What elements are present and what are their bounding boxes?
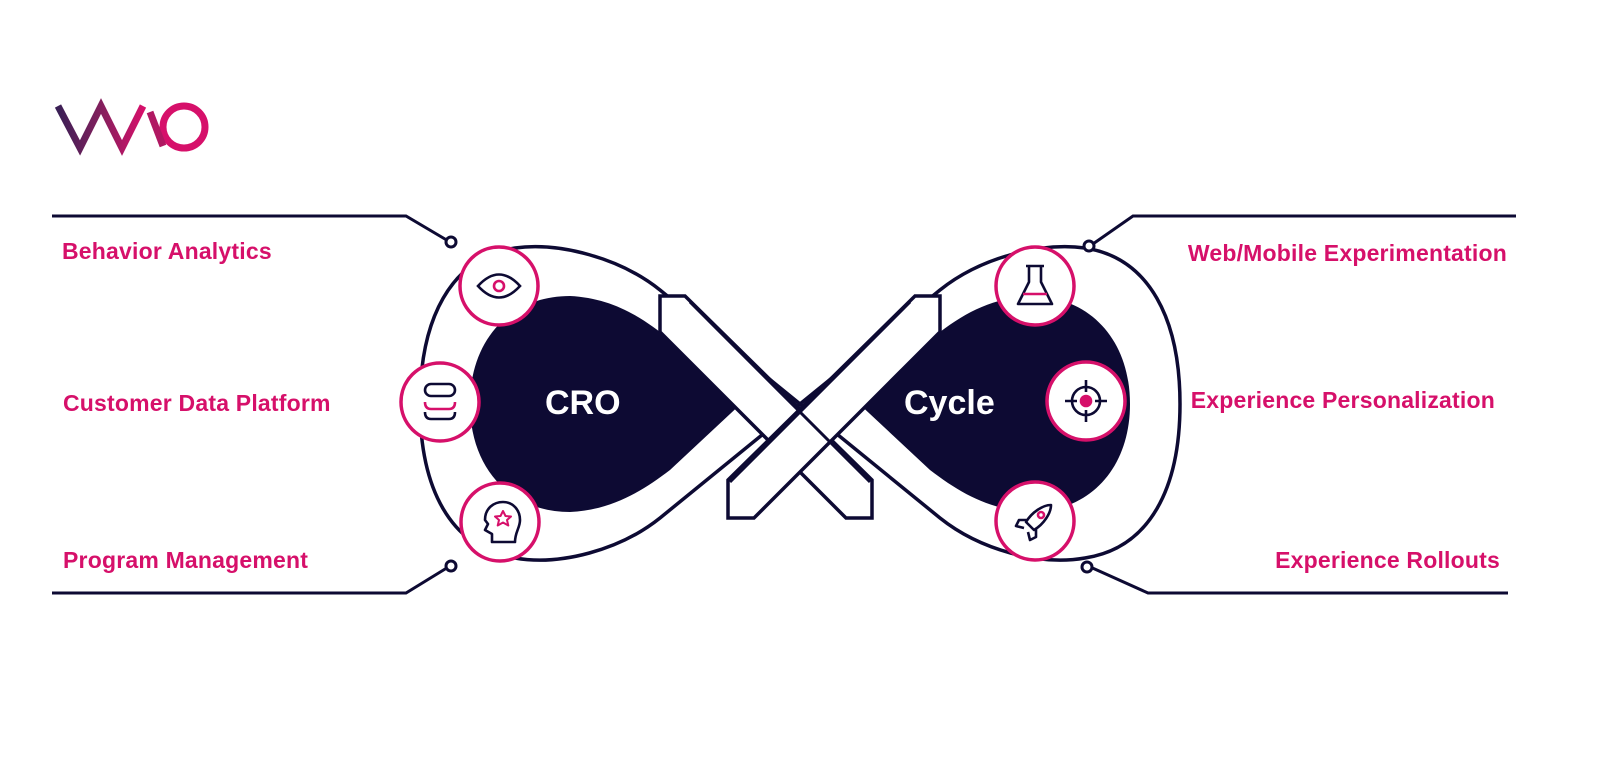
rocket-icon — [1014, 503, 1053, 542]
label-program-management: Program Management — [63, 547, 309, 573]
connector-rollouts — [1087, 564, 1508, 595]
web-mobile-experimentation-badge — [994, 245, 1076, 327]
center-label-cycle: Cycle — [904, 384, 995, 422]
customer-data-platform-badge — [399, 361, 481, 443]
label-web-mobile-experimentation: Web/Mobile Experimentation — [1187, 240, 1507, 266]
connector-program-management — [52, 564, 451, 595]
target-icon — [1065, 380, 1107, 422]
icon-circles — [399, 245, 1127, 563]
label-customer-data-platform: Customer Data Platform — [63, 390, 331, 416]
eye-icon — [476, 273, 522, 299]
center-label-cro: CRO — [545, 384, 621, 422]
label-experience-personalization: Experience Personalization — [1190, 387, 1495, 413]
connector-behavior-analytics — [52, 214, 451, 244]
head-star-icon — [483, 500, 522, 544]
program-management-badge — [459, 481, 541, 563]
vwo-logo — [54, 98, 209, 156]
connector-dots — [444, 235, 1096, 574]
database-icon — [423, 382, 457, 421]
label-behavior-analytics: Behavior Analytics — [62, 238, 272, 264]
flask-icon — [1016, 264, 1054, 306]
experience-rollouts-badge — [994, 480, 1076, 562]
label-experience-rollouts: Experience Rollouts — [1275, 547, 1500, 573]
connector-lines — [52, 214, 1516, 595]
behavior-analytics-badge — [458, 245, 540, 327]
crossing-bands — [658, 294, 942, 520]
connector-web-mobile — [1089, 214, 1516, 248]
